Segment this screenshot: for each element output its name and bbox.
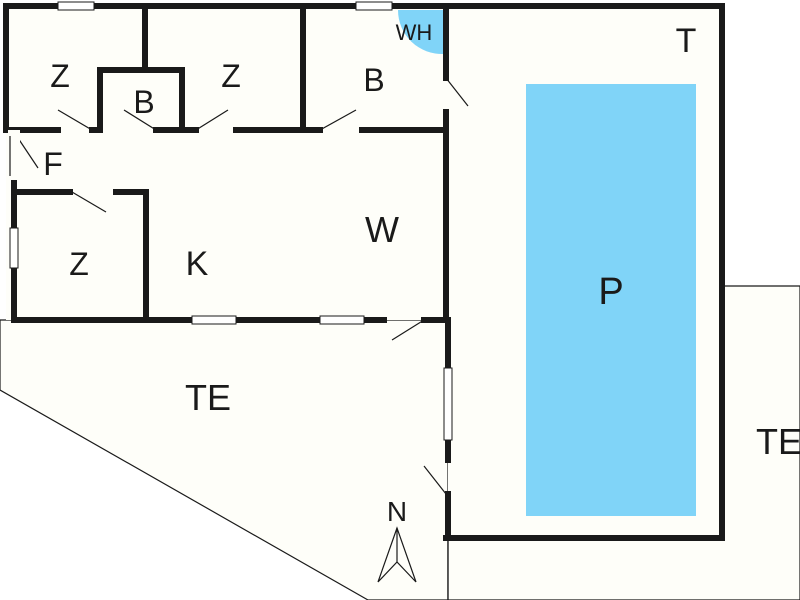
north-arrow-icon	[377, 526, 417, 583]
room-label-bedroom-3: Z	[69, 246, 89, 282]
room-label-living-room: W	[365, 209, 399, 250]
compass-label: N	[387, 496, 407, 527]
room-label-bedroom-1: Z	[50, 58, 70, 94]
room-label-bathroom-1: B	[133, 84, 154, 120]
room-label-terrace-front: TE	[185, 377, 231, 418]
room-label-water-heater: WH	[396, 20, 433, 45]
room-label-pool: P	[598, 271, 623, 313]
house-floor	[6, 6, 448, 320]
room-label-kitchen: K	[186, 245, 209, 283]
compass: N	[377, 496, 417, 583]
windows	[9, 1, 453, 441]
terrace-front-area	[0, 319, 449, 600]
room-label-pool-area: T	[676, 22, 697, 60]
doors	[8, 77, 469, 495]
room-label-bathroom-2: B	[363, 62, 384, 98]
room-label-terrace-side: TE	[756, 421, 800, 462]
pool	[526, 84, 696, 516]
room-label-bedroom-2: Z	[221, 58, 241, 94]
water-heater	[397, 10, 444, 55]
room-label-hallway: F	[43, 146, 63, 182]
